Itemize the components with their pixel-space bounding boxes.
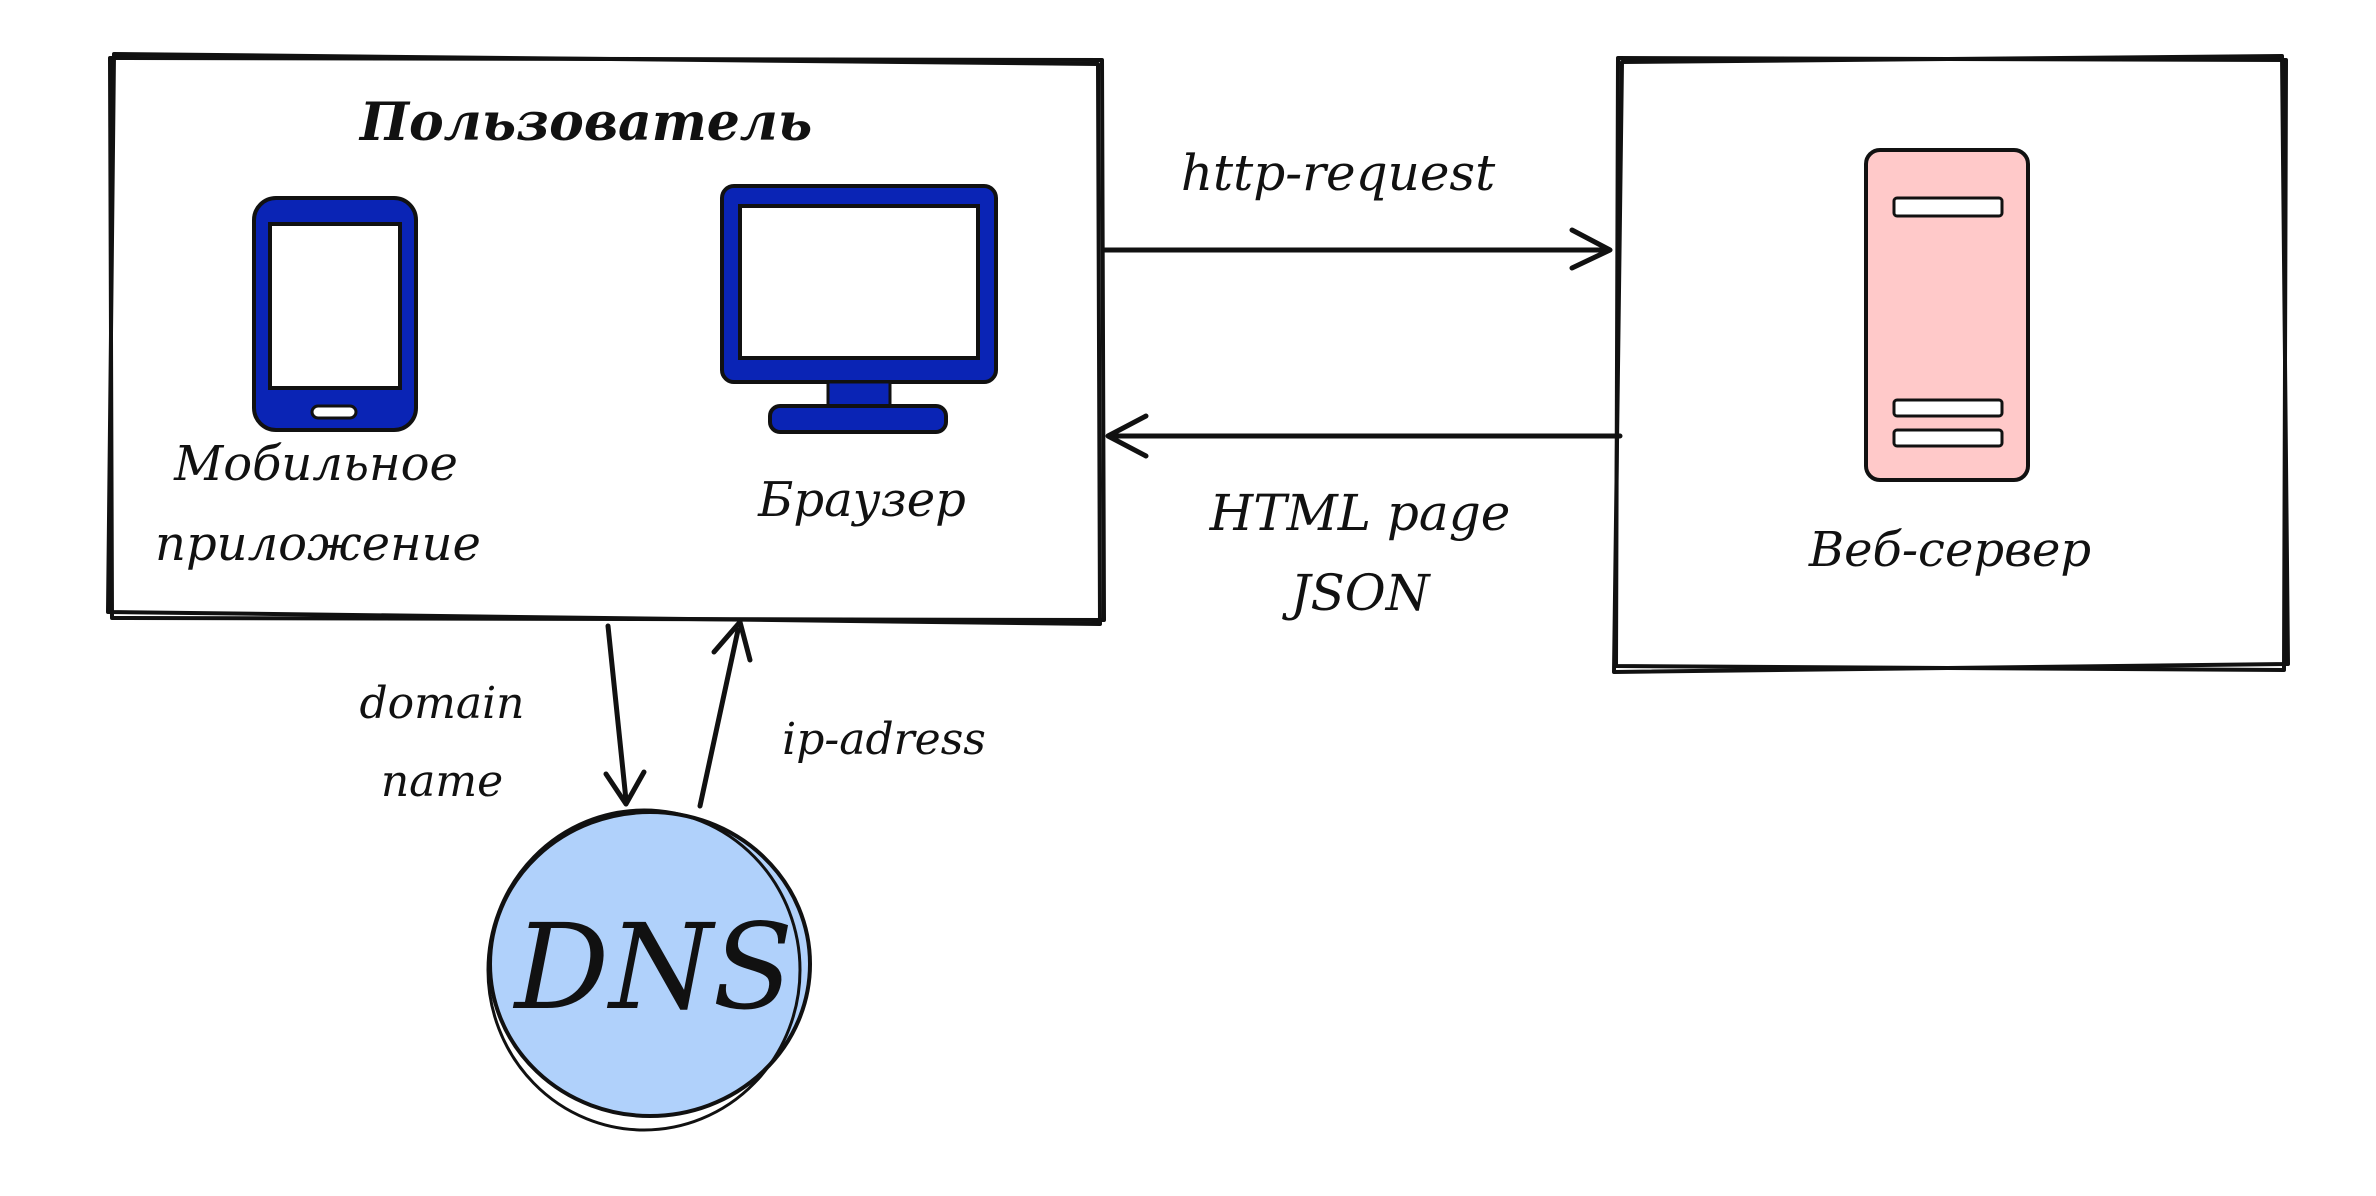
http-request-arrow	[1101, 227, 1613, 271]
user-box: Пользователь	[106, 52, 1106, 626]
ip-address-arrow	[697, 619, 753, 809]
server-box	[1612, 54, 2290, 674]
domain-name-label-line1: domain	[359, 678, 524, 729]
server-icon	[1864, 148, 2030, 482]
response-label-line1: HTML page	[1209, 484, 1511, 542]
domain-name-arrow	[603, 623, 647, 807]
mobile-app-label-line1: Мобильное	[173, 436, 458, 492]
dns-node: DNS	[486, 808, 812, 1132]
user-box-title: Пользователь	[358, 92, 812, 153]
response-label-line2: JSON	[1281, 564, 1431, 622]
domain-name-label-line2: name	[381, 756, 503, 807]
mobile-app-label-line2: приложение	[155, 516, 481, 572]
response-arrow	[1105, 413, 1623, 459]
dns-label: DNS	[513, 898, 794, 1036]
web-server-label: Веб-сервер	[1808, 522, 2091, 578]
monitor-icon	[720, 184, 998, 434]
http-request-label: http-request	[1181, 144, 1496, 202]
ip-address-label: ip-adress	[782, 714, 986, 765]
mobile-phone-icon	[252, 196, 418, 432]
browser-label: Браузер	[757, 472, 966, 528]
